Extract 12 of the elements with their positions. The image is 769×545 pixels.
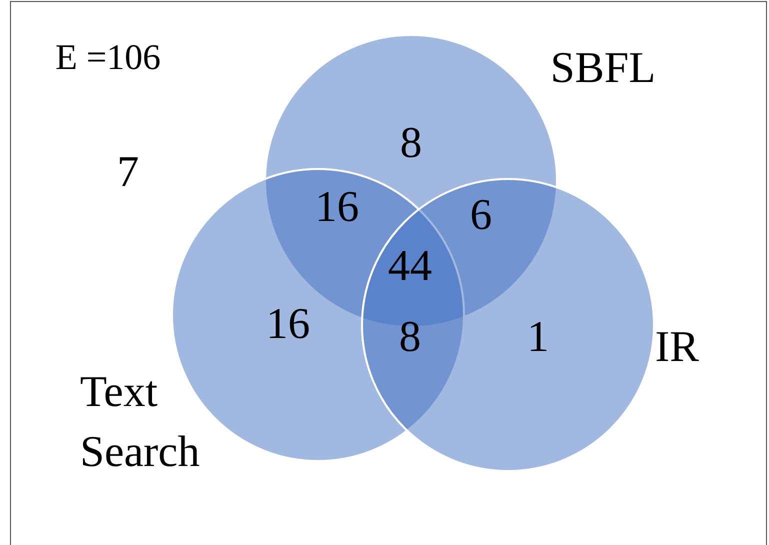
region-count: 6: [470, 189, 492, 241]
set-name: IR: [654, 321, 700, 373]
region-count: 16: [315, 181, 359, 233]
region-count: 44: [388, 240, 432, 292]
region-count: 7: [117, 146, 139, 198]
region-count: 8: [400, 117, 422, 169]
region-count: 16: [266, 298, 310, 350]
region-count: 1: [527, 311, 549, 363]
set-name: SBFL: [549, 42, 657, 94]
total-count: E =106: [55, 36, 161, 79]
set-name: Text Search: [80, 366, 201, 478]
region-count: 8: [399, 311, 421, 363]
